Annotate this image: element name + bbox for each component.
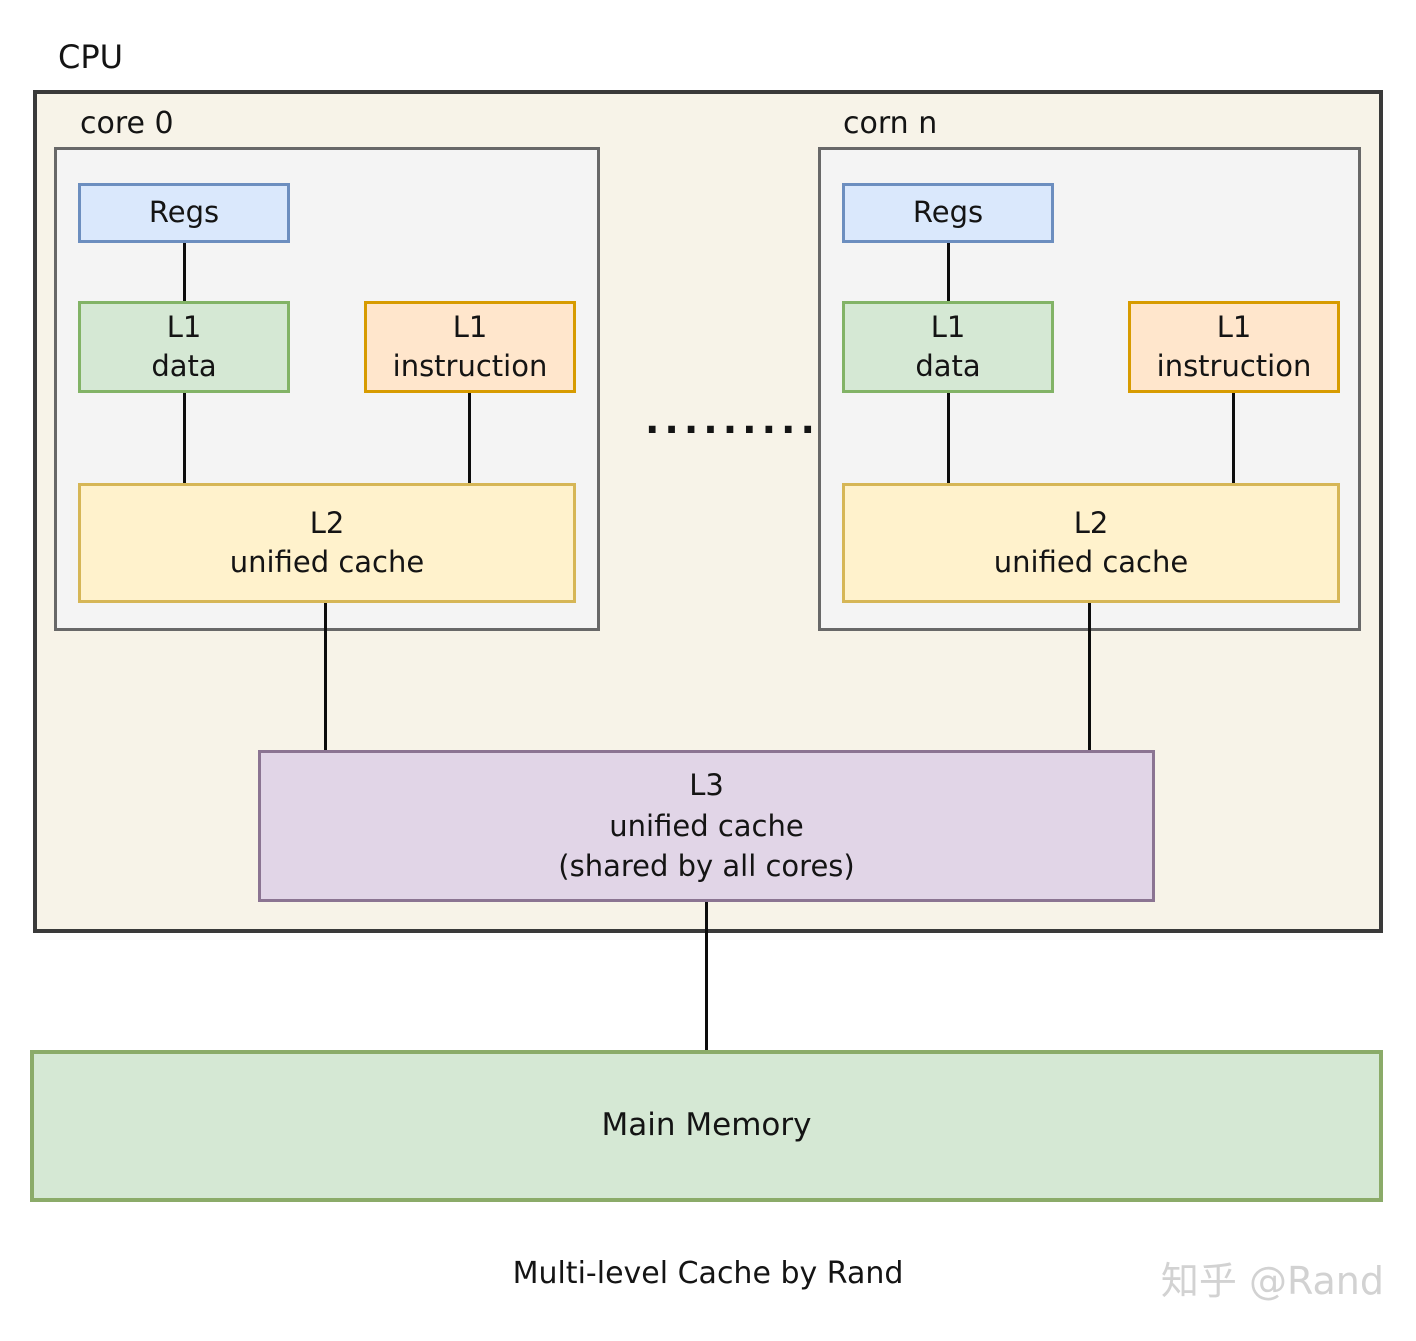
- core-n-regs-label: Regs: [912, 195, 984, 230]
- core-0-l1-instruction-box: L1 instruction: [364, 301, 576, 393]
- connector-coren-regs-l1data: [947, 243, 950, 301]
- cpu-label: CPU: [58, 38, 124, 76]
- core-n-l1-data-box: L1 data: [842, 301, 1054, 393]
- l3-line1: L3: [689, 768, 724, 803]
- connector-core0-regs-l1data: [183, 243, 186, 301]
- core-0-l1-data-box: L1 data: [78, 301, 290, 393]
- core-0-l2-line2: unified cache: [229, 545, 425, 579]
- core-n-l1-data-line1: L1: [930, 309, 966, 344]
- core-0-l1-data-line2: data: [151, 349, 217, 383]
- core-0-l1-data-line1: L1: [166, 309, 202, 344]
- connector-core0-l1instruction-l2: [468, 393, 471, 483]
- cores-ellipsis-dots: .........: [645, 398, 820, 442]
- connector-coren-l1instruction-l2: [1232, 393, 1235, 483]
- core-0-l2-box: L2 unified cache: [78, 483, 576, 603]
- core-n-l1-instruction-line2: instruction: [1156, 349, 1312, 383]
- core-0-regs-box: Regs: [78, 183, 290, 243]
- l3-cache-box: L3 unified cache (shared by all cores): [258, 750, 1155, 902]
- core-0-l1-instruction-line1: L1: [452, 309, 488, 344]
- core-n-l1-instruction-line1: L1: [1216, 309, 1252, 344]
- zhihu-watermark: 知乎 @Rand: [1160, 1259, 1384, 1303]
- core-0-l1-instruction-line2: instruction: [392, 349, 548, 383]
- core-n-l2-line1: L2: [1073, 505, 1109, 540]
- connector-core0-l1data-l2: [183, 393, 186, 483]
- core-n-l1-instruction-box: L1 instruction: [1128, 301, 1340, 393]
- core-n-regs-box: Regs: [842, 183, 1054, 243]
- core-n-l1-data-line2: data: [915, 349, 981, 383]
- connector-core0-l2-l3: [324, 603, 327, 750]
- core-0-regs-label: Regs: [148, 195, 220, 230]
- core-n-label: corn n: [843, 106, 938, 141]
- l3-line3: (shared by all cores): [558, 849, 855, 884]
- diagram-caption: Multi-level Cache by Rand: [512, 1256, 904, 1291]
- connector-l3-mainmemory: [705, 902, 708, 1050]
- core-n-l2-box: L2 unified cache: [842, 483, 1340, 603]
- main-memory-label: Main Memory: [601, 1107, 812, 1144]
- connector-coren-l1data-l2: [947, 393, 950, 483]
- connector-coren-l2-l3: [1088, 603, 1091, 750]
- l3-line2: unified cache: [609, 808, 804, 843]
- core-0-l2-line1: L2: [309, 505, 345, 540]
- main-memory-box: Main Memory: [30, 1050, 1383, 1202]
- core-0-label: core 0: [80, 106, 174, 141]
- core-n-l2-line2: unified cache: [993, 545, 1189, 579]
